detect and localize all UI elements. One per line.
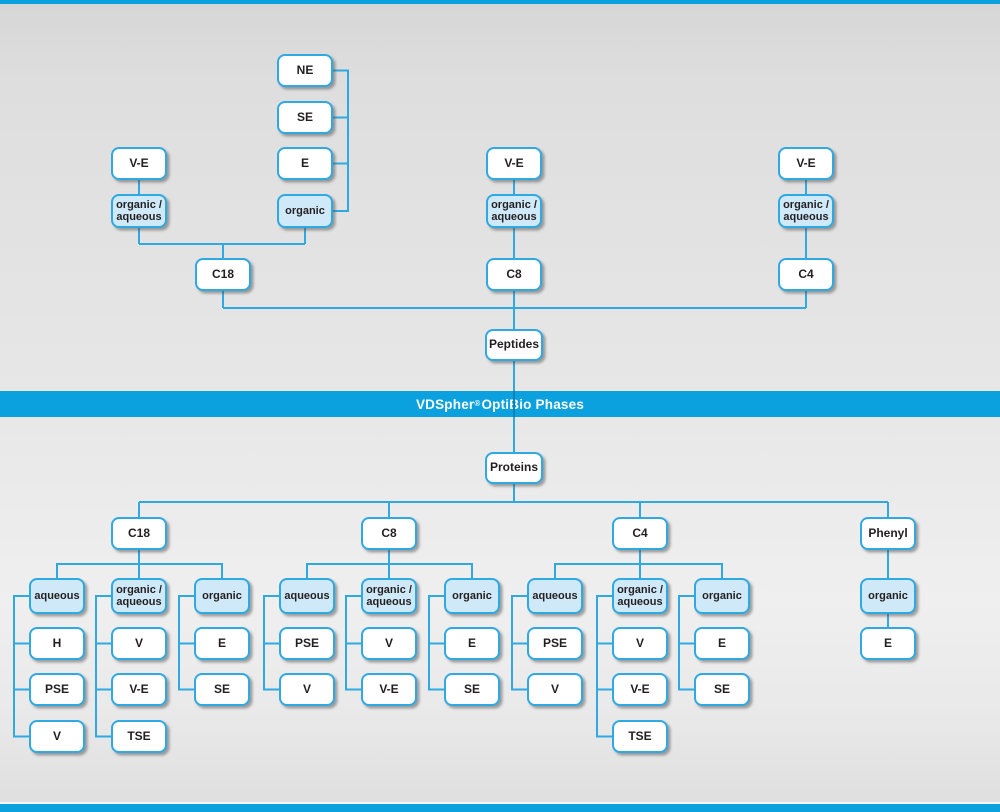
node-c18-aq-h: H <box>29 627 85 660</box>
node-c18-aqueous: aqueous <box>29 578 85 614</box>
node-top-c4-organic-aqueous: organic / aqueous <box>778 194 834 228</box>
node-top-organic: organic <box>277 194 333 228</box>
node-top-e: E <box>277 147 333 180</box>
node-proteins: Proteins <box>485 452 543 484</box>
node-c18-organic-aqueous: organic / aqueous <box>111 578 167 614</box>
node-c8-organic: organic <box>444 578 500 614</box>
banner-title: VDSpher® OptiBio Phases <box>0 391 1000 417</box>
node-c4-aq-pse: PSE <box>527 627 583 660</box>
node-c8-oa-v: V <box>361 627 417 660</box>
node-c8-organic-aqueous: organic / aqueous <box>361 578 417 614</box>
node-top-c8: C8 <box>486 258 542 291</box>
node-c8-aq-pse: PSE <box>279 627 335 660</box>
node-c8-oa-ve: V-E <box>361 673 417 706</box>
bottom-accent-bar <box>0 804 1000 812</box>
node-c18-oa-ve: V-E <box>111 673 167 706</box>
node-c4-oa-v: V <box>612 627 668 660</box>
node-c4-organic-aqueous: organic / aqueous <box>612 578 668 614</box>
node-c18-org-se: SE <box>194 673 250 706</box>
node-top-ne: NE <box>277 54 333 87</box>
node-c8-org-e: E <box>444 627 500 660</box>
node-c4-org-se: SE <box>694 673 750 706</box>
node-top-c8-organic-aqueous: organic / aqueous <box>486 194 542 228</box>
node-bottom-phenyl: Phenyl <box>860 517 916 550</box>
node-c8-aqueous: aqueous <box>279 578 335 614</box>
node-c18-aq-v: V <box>29 720 85 753</box>
node-top-c18: C18 <box>195 258 251 291</box>
node-bottom-c18: C18 <box>111 517 167 550</box>
node-c4-organic: organic <box>694 578 750 614</box>
node-top-c4: C4 <box>778 258 834 291</box>
node-c4-oa-ve: V-E <box>612 673 668 706</box>
node-c18-org-e: E <box>194 627 250 660</box>
node-top-c8-ve: V-E <box>486 147 542 180</box>
node-c18-aq-pse: PSE <box>29 673 85 706</box>
node-phenyl-org-e: E <box>860 627 916 660</box>
banner-rest: OptiBio Phases <box>481 396 585 412</box>
registered-mark: ® <box>474 398 481 408</box>
node-c18-oa-v: V <box>111 627 167 660</box>
node-bottom-c4: C4 <box>612 517 668 550</box>
node-c18-organic: organic <box>194 578 250 614</box>
node-c8-aq-v: V <box>279 673 335 706</box>
node-c4-aq-v: V <box>527 673 583 706</box>
node-top-c18-organic-aqueous: organic / aqueous <box>111 194 167 228</box>
node-phenyl-organic: organic <box>860 578 916 614</box>
bottom-light-line <box>0 802 1000 804</box>
node-c4-oa-tse: TSE <box>612 720 668 753</box>
node-peptides: Peptides <box>485 329 543 361</box>
banner-brand: VDSpher <box>415 396 475 412</box>
node-c4-aqueous: aqueous <box>527 578 583 614</box>
node-top-c4-ve: V-E <box>778 147 834 180</box>
node-bottom-c8: C8 <box>361 517 417 550</box>
node-c8-org-se: SE <box>444 673 500 706</box>
node-top-se: SE <box>277 101 333 134</box>
node-top-c18-ve: V-E <box>111 147 167 180</box>
node-c18-oa-tse: TSE <box>111 720 167 753</box>
top-accent-bar <box>0 0 1000 4</box>
node-c4-org-e: E <box>694 627 750 660</box>
banner-crossing-line <box>513 391 515 417</box>
